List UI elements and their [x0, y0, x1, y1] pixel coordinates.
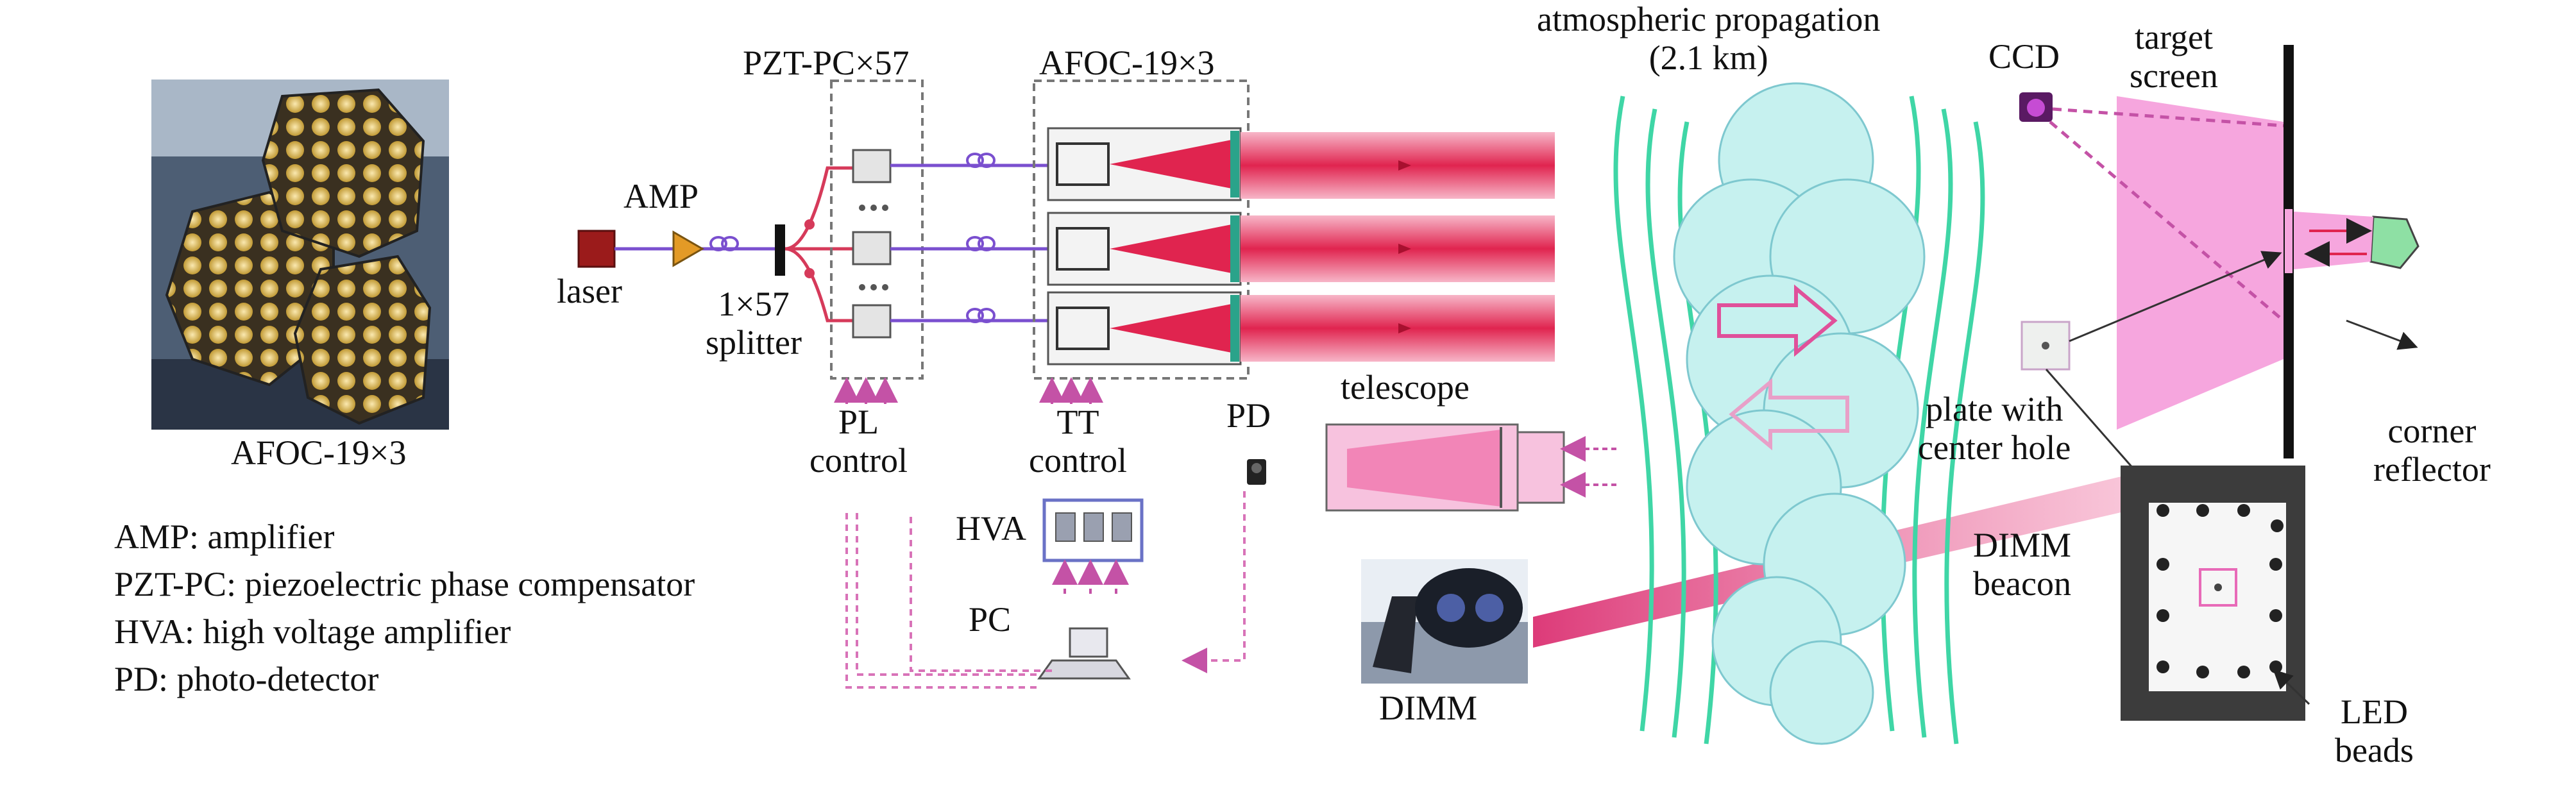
corner-reflector: [2369, 215, 2419, 269]
ccd-label: CCD: [1988, 37, 2060, 76]
cloud: [1673, 82, 1926, 745]
plate-label: plate with center hole: [1918, 390, 2071, 467]
telescope-icon: [1325, 423, 1616, 512]
atmos-line2: (2.1 km): [1648, 38, 1768, 78]
legend: AMP: amplifier PZT-PC: piezoelectric pha…: [114, 513, 695, 703]
fiber-links: [890, 164, 1052, 323]
led-line2: beads: [2335, 731, 2414, 770]
splitter-block: [775, 224, 785, 276]
tt-control-line2: control: [1029, 441, 1127, 480]
amp-triangle: [672, 230, 704, 267]
target-line1: target: [2134, 18, 2213, 56]
output-beams: [1241, 132, 1555, 362]
wind-arrows: [1717, 284, 1849, 451]
pc-icon: [1037, 627, 1131, 680]
atmos-line1: atmospheric propagation: [1537, 0, 1881, 38]
dimm-photo: [1361, 559, 1528, 684]
beacon-line1: DIMM: [1973, 526, 2072, 564]
atmos-label: atmospheric propagation (2.1 km): [1537, 0, 1880, 78]
photo-caption: AFOC-19×3: [231, 433, 407, 472]
led-line1: LED: [2340, 693, 2408, 731]
splitter-label-line2: splitter: [706, 323, 802, 362]
afoc-units: [1047, 127, 1242, 366]
beacon-line2: beacon: [1973, 564, 2071, 603]
plate-line2: center hole: [1918, 428, 2071, 467]
pl-control-line2: control: [809, 441, 908, 480]
amp-label: AMP: [623, 177, 699, 215]
laser-source: [577, 230, 616, 268]
tt-control-line1: TT: [1056, 403, 1099, 441]
laser-label: laser: [557, 272, 622, 310]
pd-icon: [1247, 459, 1266, 485]
afoc-photo: [151, 80, 449, 430]
corner-line2: reflector: [2373, 450, 2491, 489]
corner-line1: corner: [2387, 412, 2477, 450]
target-line2: screen: [2130, 56, 2218, 96]
pzt-pc-label: PZT-PC×57: [743, 44, 910, 82]
pzt-units: [852, 149, 892, 339]
ccd-icon: [2019, 92, 2053, 122]
tt-control-label: TT control: [1029, 403, 1127, 480]
hva-label: HVA: [956, 509, 1027, 548]
fiber-coil: [709, 236, 739, 251]
legend-item: PD: photo-detector: [114, 660, 379, 698]
target-screen-label: target screen: [2130, 18, 2218, 96]
corner-reflector-label: corner reflector: [2373, 412, 2491, 489]
feedback-lines: [845, 491, 1246, 689]
legend-item: HVA: high voltage amplifier: [114, 612, 511, 651]
plate-line1: plate with: [1925, 390, 2063, 428]
pzt-pc-box: [830, 80, 924, 380]
legend-item: PZT-PC: piezoelectric phase compensator: [114, 565, 695, 603]
pl-control-line1: PL: [838, 403, 879, 441]
pc-label: PC: [969, 600, 1012, 639]
dimm-label: DIMM: [1379, 689, 1478, 727]
afoc-label: AFOC-19×3: [1039, 44, 1215, 82]
pd-label: PD: [1226, 396, 1271, 435]
legend-item: AMP: amplifier: [114, 517, 335, 556]
dimm-beacon-photo: [2121, 466, 2305, 721]
target-screen-beam: [2117, 96, 2284, 430]
pl-control-label: PL control: [809, 403, 908, 480]
control-arrows: [834, 377, 1103, 404]
telescope-label: telescope: [1341, 368, 1470, 407]
dimm-beacon-label: DIMM beacon: [1973, 526, 2071, 603]
splitter-label: 1×57 splitter: [706, 285, 802, 362]
plate-with-hole: [2021, 321, 2071, 371]
splitter-label-line1: 1×57: [718, 285, 790, 323]
led-beads-label: LED beads: [2335, 693, 2414, 770]
